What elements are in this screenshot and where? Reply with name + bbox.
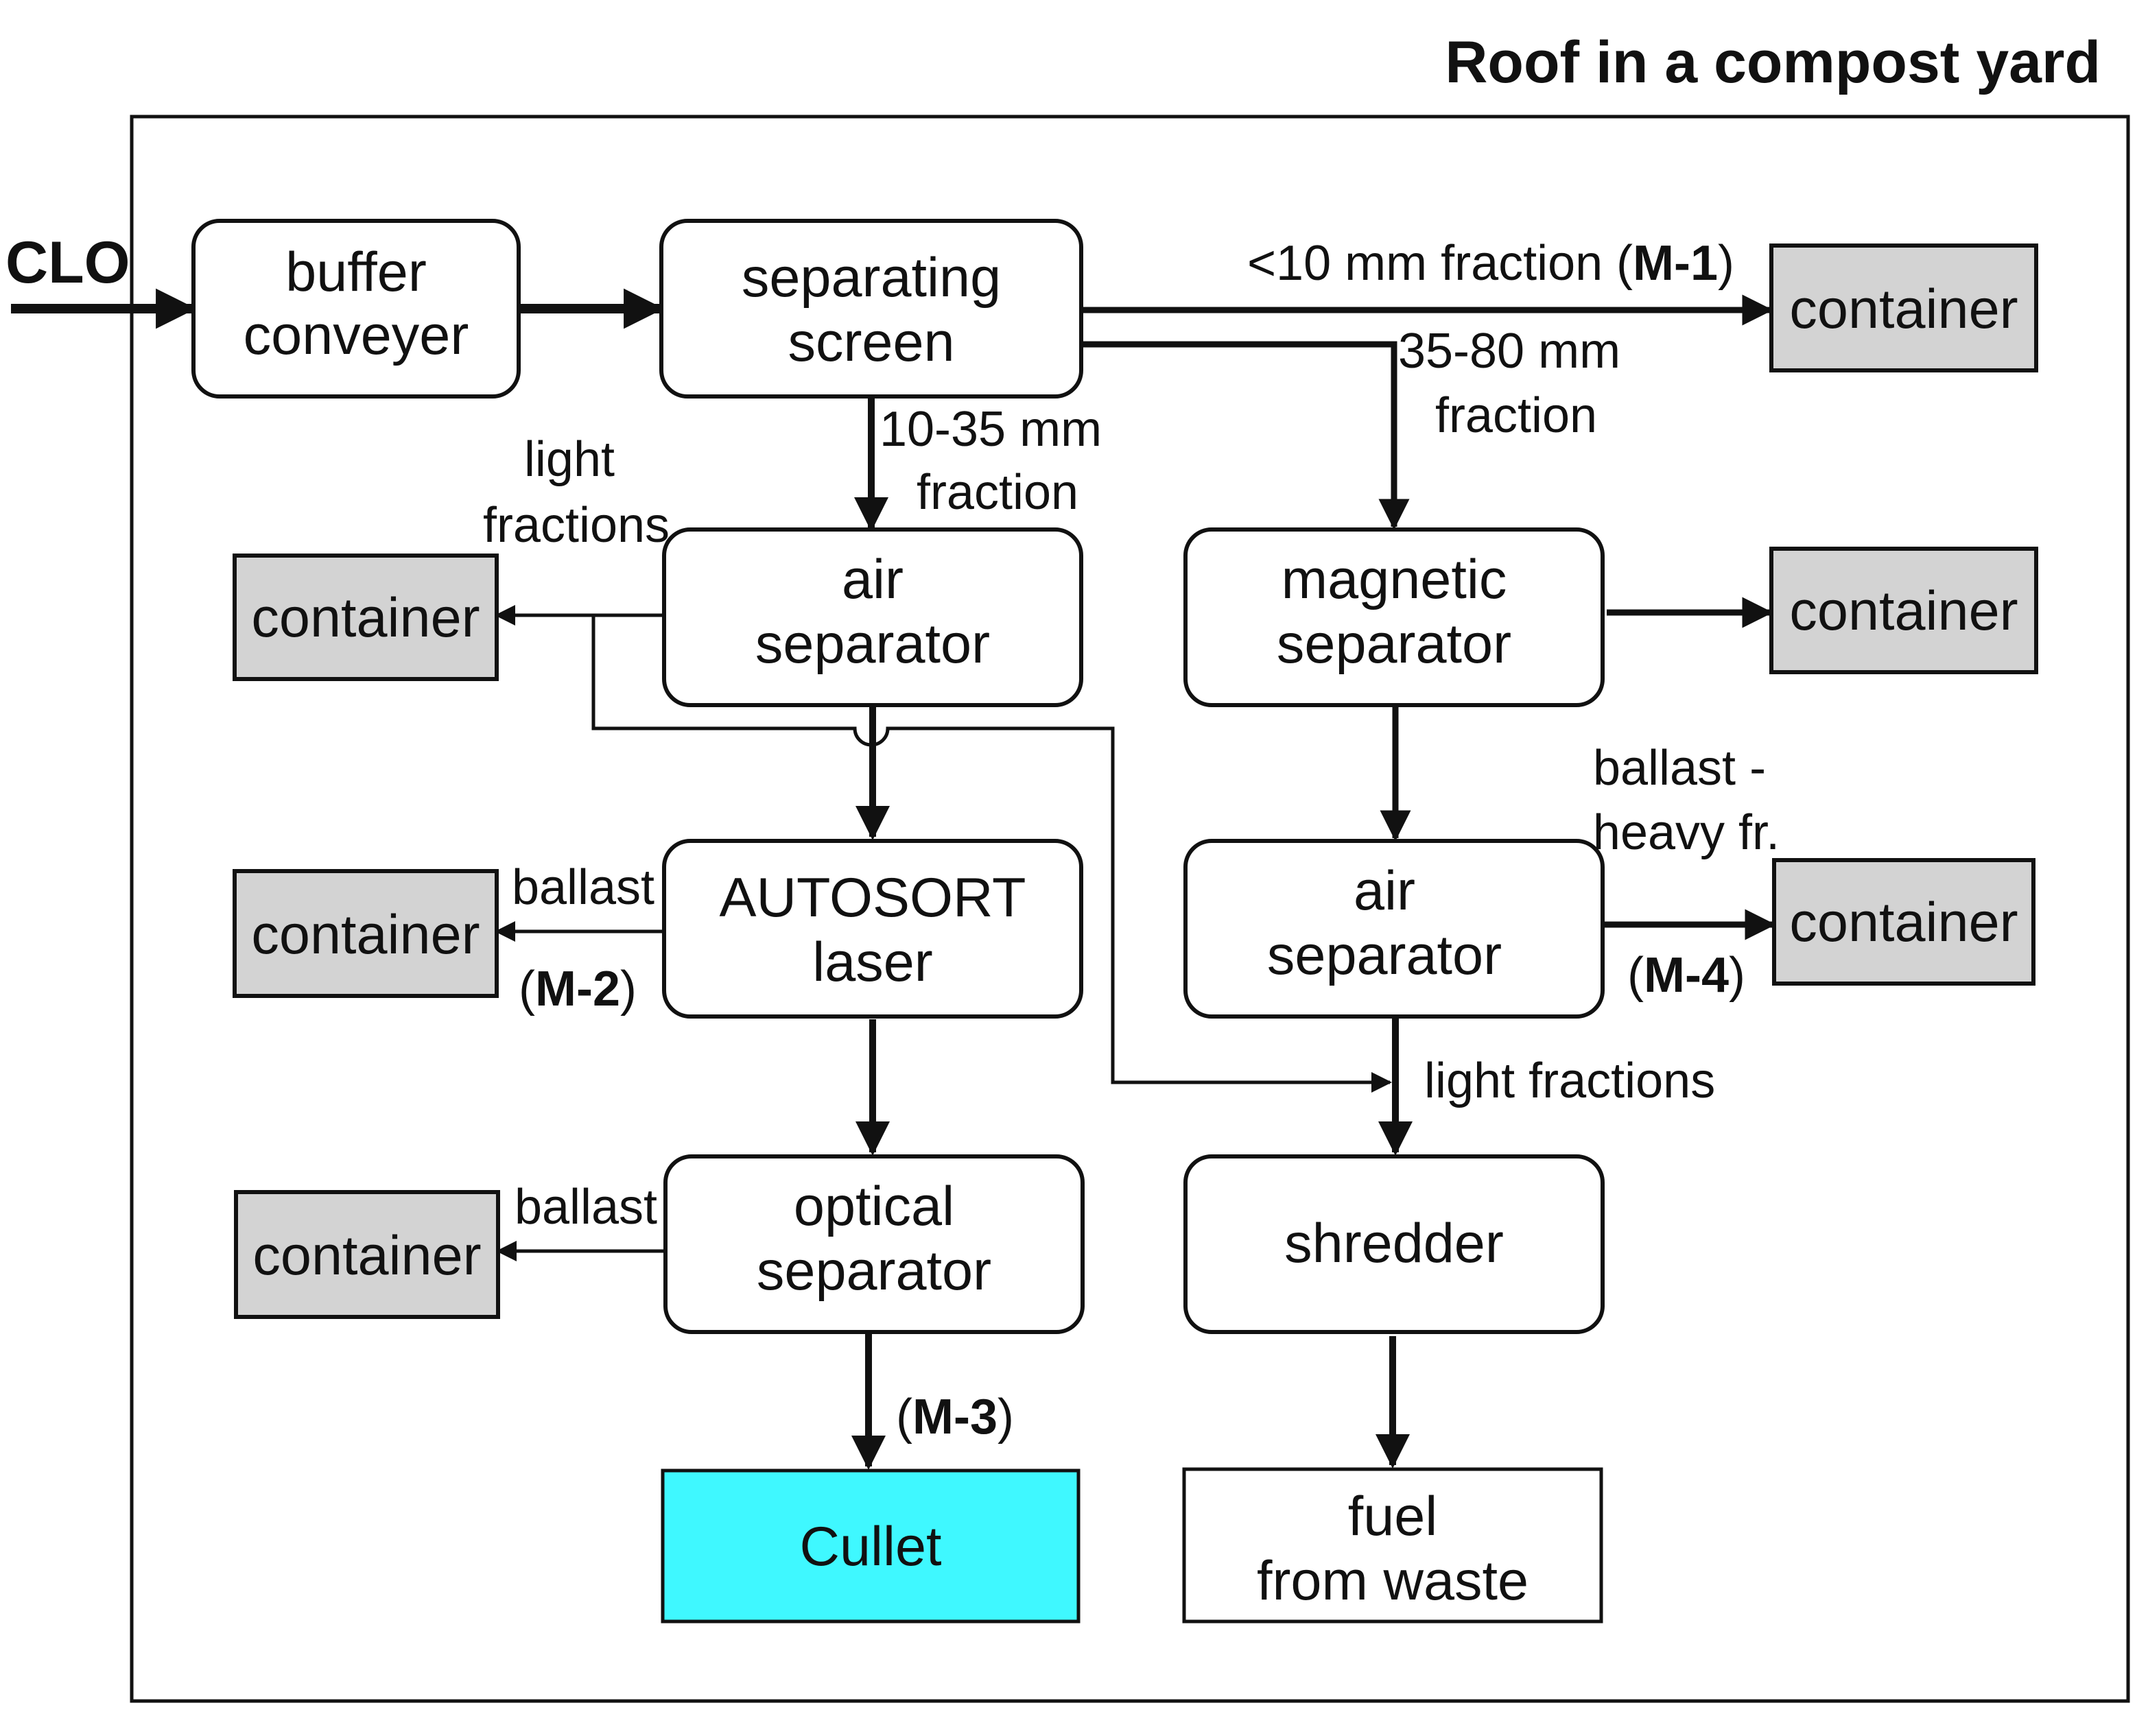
diagram-title: Roof in a compost yard [1445, 29, 2101, 95]
svg-text:container: container [251, 587, 480, 649]
svg-text:conveyer: conveyer [244, 305, 469, 366]
input-label-clo: CLO [5, 230, 130, 296]
container-m4: container [1772, 858, 2035, 986]
label-m1: (M-1) [1616, 236, 1734, 291]
optical-separator-box: optical separator [663, 1154, 1085, 1334]
label-fraction-lt10: <10 mm fraction [1247, 236, 1603, 291]
svg-text:container: container [1789, 278, 2018, 340]
label-m4: (M-4) [1627, 948, 1745, 1003]
label-m2: (M-2) [519, 962, 637, 1016]
svg-text:air: air [842, 549, 904, 610]
separating-screen-box: separating screen [659, 219, 1083, 399]
svg-text:container: container [252, 1225, 481, 1287]
container-m2: container [233, 869, 499, 998]
container-m1: container [1769, 243, 2038, 372]
label-ballast-optical: ballast [515, 1180, 657, 1235]
svg-text:screen: screen [788, 311, 954, 373]
svg-text:separator: separator [755, 613, 990, 675]
compost-yard-boundary [130, 115, 2130, 1703]
air-separator-2-box: air separator [1183, 839, 1605, 1019]
svg-text:optical: optical [794, 1176, 954, 1237]
magnetic-separator-box: magnetic separator [1183, 527, 1605, 707]
svg-text:separator: separator [757, 1240, 991, 1302]
svg-text:separator: separator [1277, 613, 1511, 675]
air-separator-1-box: air separator [662, 527, 1083, 707]
container-optical-ballast: container [234, 1190, 500, 1319]
svg-text:fuel: fuel [1348, 1486, 1438, 1547]
svg-text:laser: laser [812, 931, 933, 993]
svg-text:magnetic: magnetic [1282, 549, 1507, 610]
label-light-fractions-bottom: light fractions [1424, 1054, 1715, 1108]
label-ballast-autosort: ballast [512, 860, 654, 915]
svg-text:air: air [1354, 860, 1415, 922]
svg-text:container: container [1789, 892, 2018, 953]
svg-text:shredder: shredder [1284, 1213, 1504, 1274]
autosort-laser-box: AUTOSORT laser [662, 839, 1083, 1019]
fuel-from-waste-box: fuel from waste [1182, 1467, 1603, 1624]
svg-text:separator: separator [1267, 925, 1502, 986]
container-magnetic: container [1769, 547, 2038, 674]
svg-text:AUTOSORT: AUTOSORT [719, 867, 1026, 929]
buffer-conveyer-box: buffer conveyer [191, 219, 521, 399]
svg-text:container: container [251, 904, 480, 966]
svg-text:buffer: buffer [285, 241, 427, 303]
shredder-box: shredder [1183, 1154, 1605, 1334]
svg-text:container: container [1789, 580, 2018, 642]
label-m3: (M-3) [896, 1390, 1014, 1444]
label-fraction-10-35: 10-35 mm fraction [880, 402, 1116, 520]
label-ballast-heavy: ballast - heavy fr. [1593, 741, 1780, 860]
label-fraction-35-80: 35-80 mm fraction [1398, 324, 1634, 443]
svg-text:separating: separating [742, 247, 1001, 309]
container-light-fractions: container [233, 554, 499, 681]
arrow-screen-to-magnetic [1081, 341, 1410, 530]
label-light-fractions-top: light fractions [483, 432, 670, 553]
svg-text:from waste: from waste [1257, 1550, 1529, 1612]
cullet-box: Cullet [661, 1469, 1081, 1624]
svg-text:Cullet: Cullet [799, 1516, 941, 1578]
